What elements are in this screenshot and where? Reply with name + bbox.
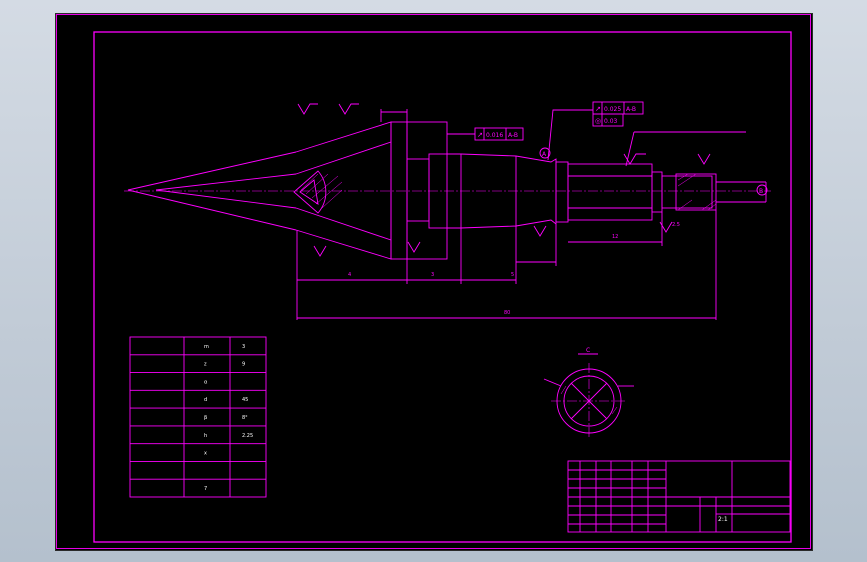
datum-a: A [542, 151, 547, 158]
dim-overall: 80 [504, 310, 510, 316]
param-value: 3 [242, 344, 245, 350]
param-value: 45 [242, 397, 248, 403]
dim-d1: 4 [348, 272, 351, 278]
thread-callout-arrow [625, 131, 635, 167]
scale-value: 2:1 [718, 516, 728, 523]
cone-section [293, 170, 343, 214]
feature-control-frame-3: ◎ 0.03 [547, 109, 624, 161]
sheet-outer-border [56, 14, 811, 549]
parameter-table [129, 336, 267, 498]
param-symbol: m [204, 344, 209, 350]
feature-control-frame-1: ↗ 0.016 A-B [447, 127, 524, 141]
param-value: 2.25 [242, 433, 253, 439]
fcf1-symbol: ↗ [477, 131, 483, 139]
section-label: C [586, 347, 590, 354]
flange [390, 121, 462, 260]
fcf3-value: 0.03 [604, 118, 618, 125]
fcf1-datum: A-B [508, 132, 518, 139]
fcf2-symbol: ↗ [595, 105, 601, 113]
datum-b: B [759, 188, 763, 195]
cone-tip [127, 121, 392, 260]
param-value: 9 [242, 362, 245, 368]
param-value: 8° [242, 415, 248, 421]
param-symbol: x [204, 451, 207, 457]
drawing-canvas: 80 4 3 12 5 2.5 ↗ 0.016 A-B ↗ 0.025 A-B … [56, 14, 811, 549]
dim-d5: 2.5 [672, 222, 680, 228]
param-symbol: h [204, 433, 207, 439]
shaft-body [460, 153, 713, 229]
param-symbol: d [204, 397, 207, 403]
dimension-lines [296, 109, 717, 320]
threaded-end [675, 173, 767, 211]
param-symbol: 7 [204, 486, 207, 492]
fcf3-symbol: ◎ [595, 117, 601, 125]
fcf2-value: 0.025 [604, 106, 621, 113]
section-view [543, 353, 634, 439]
sheet-inner-border [93, 31, 792, 543]
datum-markers: A B [539, 147, 768, 196]
dim-d2: 3 [431, 272, 434, 278]
cad-viewport[interactable]: 80 4 3 12 5 2.5 ↗ 0.016 A-B ↗ 0.025 A-B … [55, 13, 813, 551]
param-symbol: β [204, 415, 207, 421]
parameter-table-rows: m 3 z 9 α d 45 β 8° h 2.25 x 7 [130, 344, 266, 492]
dim-d4: 5 [511, 272, 514, 278]
feature-control-frame-2: ↗ 0.025 A-B [592, 101, 644, 115]
param-symbol: z [204, 362, 207, 368]
dim-d3: 12 [612, 234, 618, 240]
surface-finish-marks [297, 103, 711, 257]
fcf1-value: 0.016 [486, 132, 503, 139]
title-block: 2:1 [567, 460, 791, 533]
fcf2-datum: A-B [626, 106, 636, 113]
param-symbol: α [204, 379, 208, 385]
